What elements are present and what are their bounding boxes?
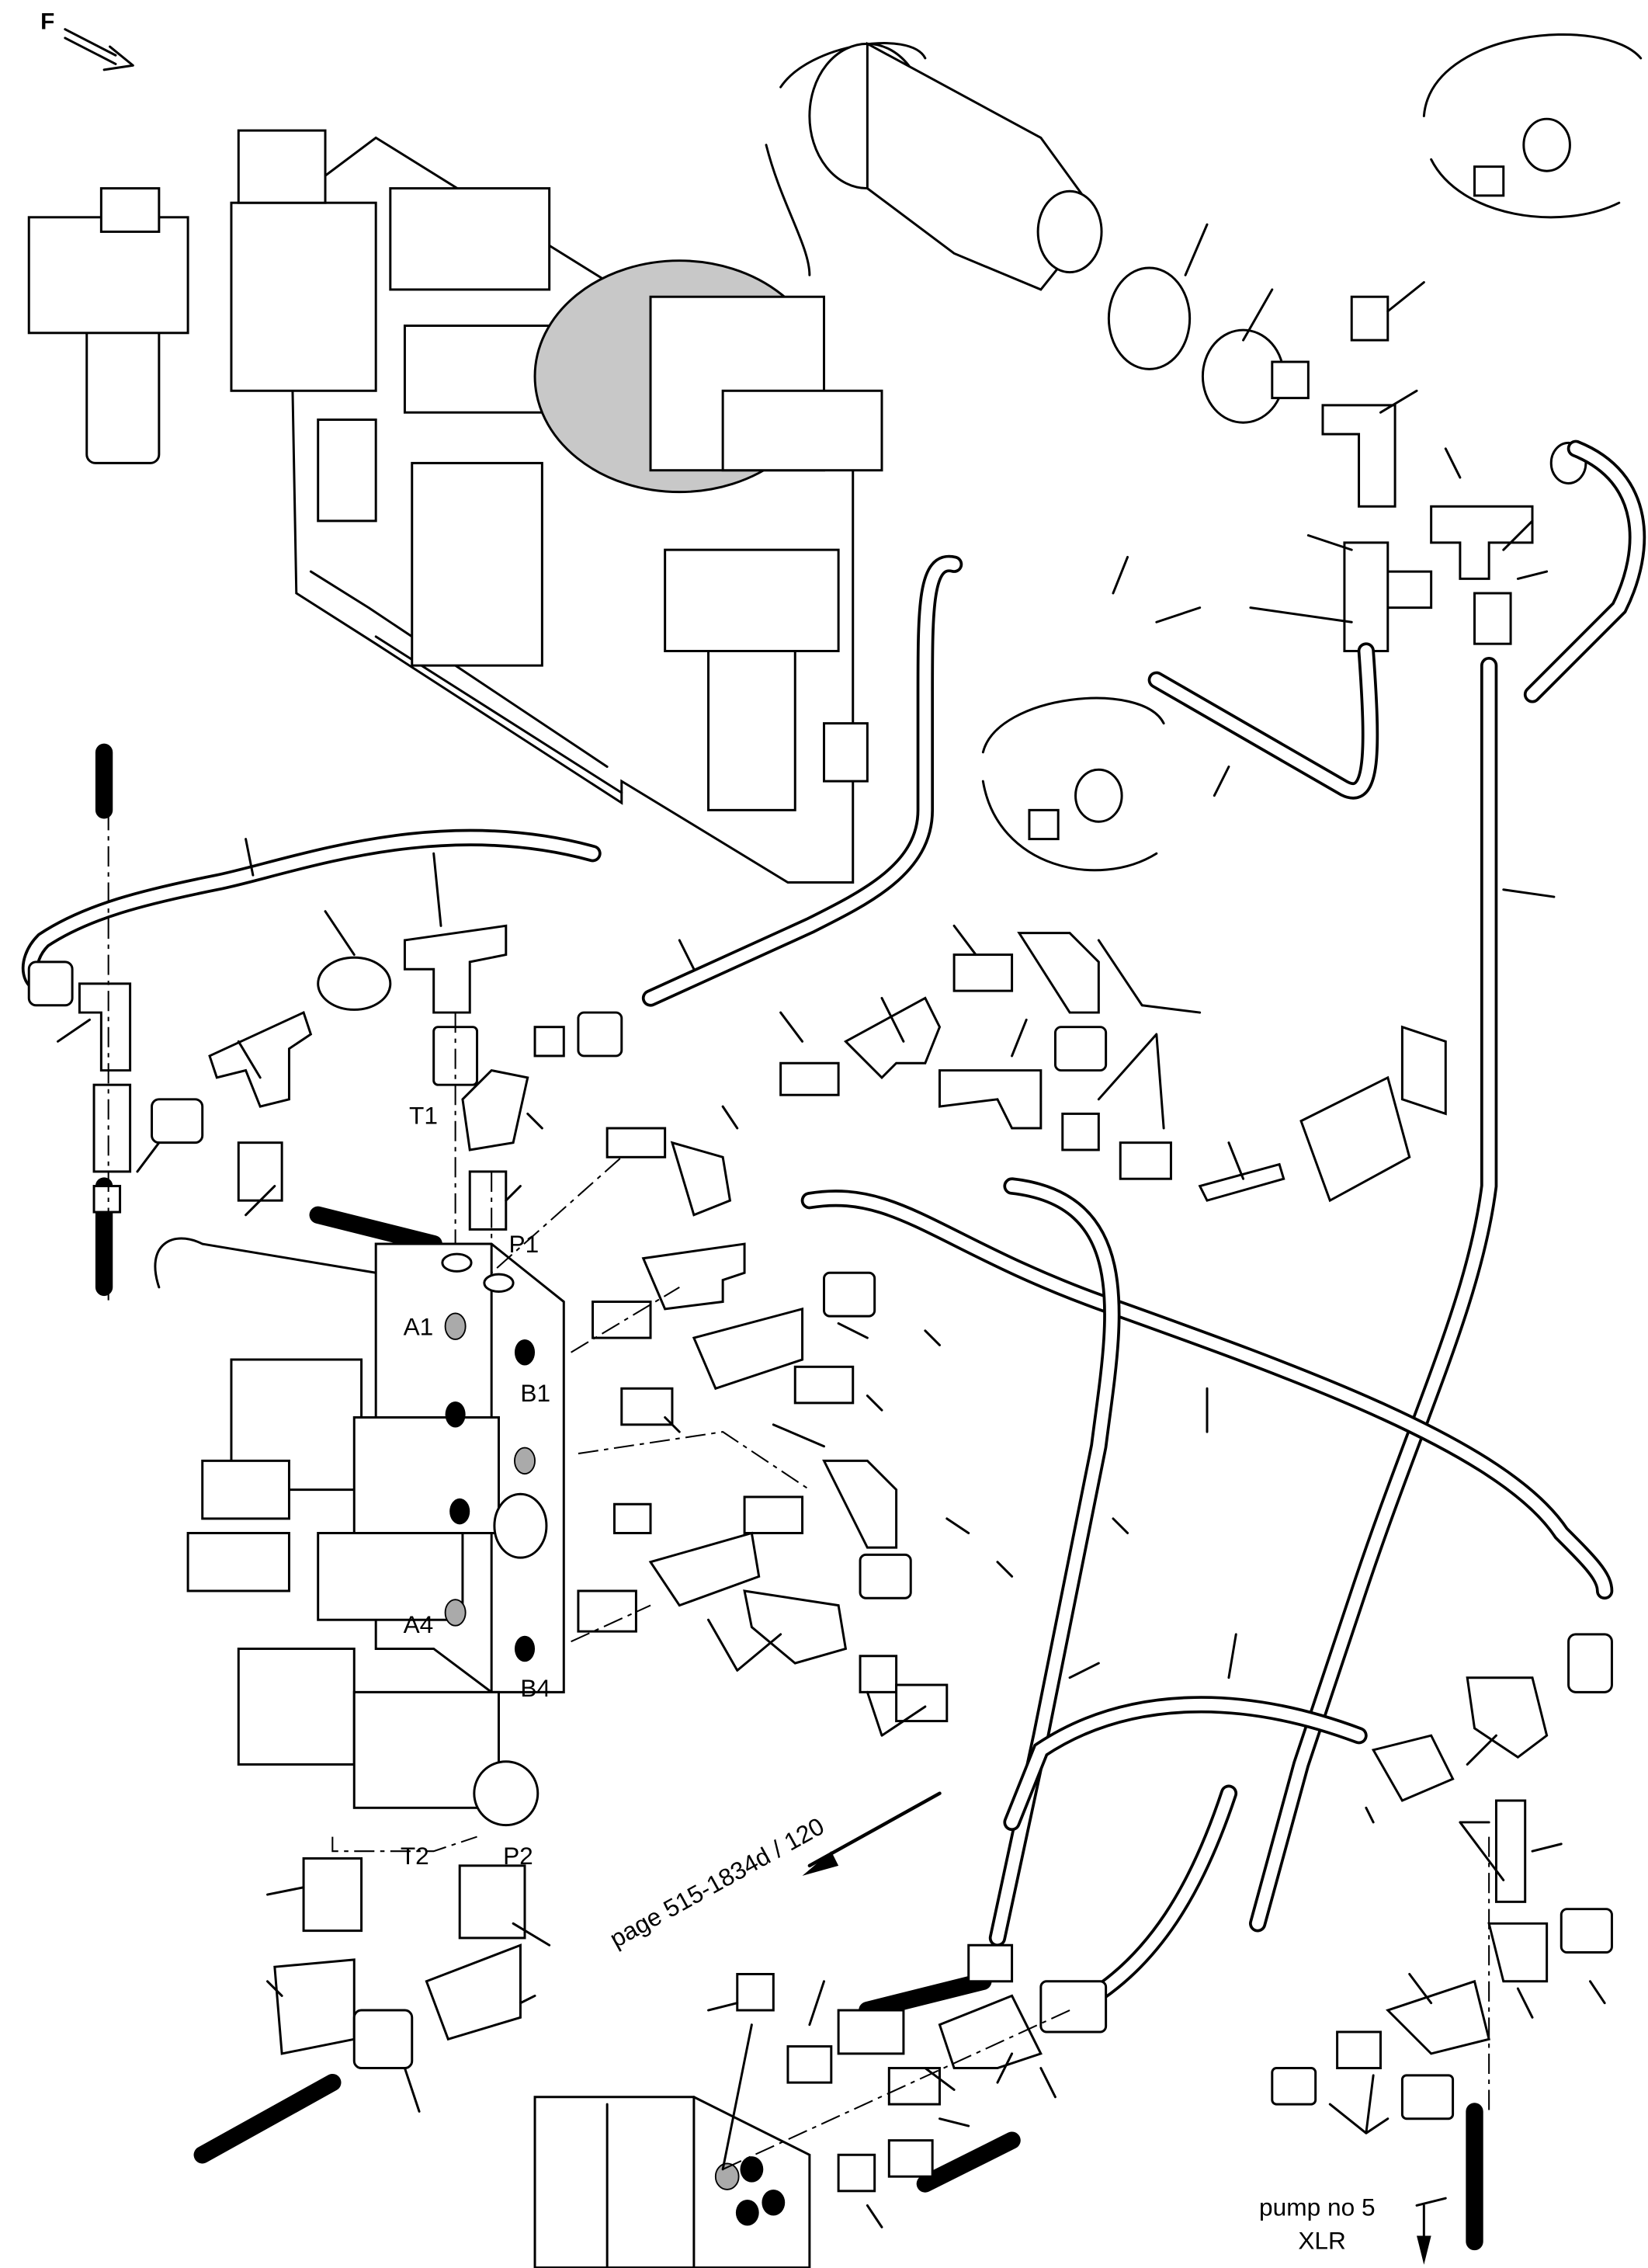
- pump-motor: [533, 259, 883, 494]
- valve-block: [154, 1237, 565, 1827]
- port-label-a1: A1: [404, 1312, 434, 1340]
- port-label-b1: B1: [520, 1379, 550, 1407]
- alignment-lines: [107, 810, 1490, 2171]
- reference-arrow: [802, 1791, 942, 1876]
- leader-lines: [57, 223, 1606, 2228]
- port-label-a4: A4: [404, 1610, 434, 1638]
- upper-manifold-assembly: [27, 129, 883, 884]
- inset-detail-middle: [981, 696, 1165, 872]
- quick-coupling-cylinder: [765, 41, 1310, 424]
- pump-note-line2: XLR: [1298, 2226, 1346, 2254]
- hydraulic-hoses: [21, 439, 1646, 2251]
- port-label-p2: P2: [503, 1842, 533, 1870]
- pump-note-line1: pump no 5: [1259, 2193, 1376, 2221]
- inset-detail-top: [1422, 33, 1643, 219]
- port-label-b4: B4: [520, 1674, 550, 1702]
- port-label-t2: T2: [401, 1842, 429, 1870]
- bottom-valve-block: [533, 2096, 811, 2268]
- reference-note: page 515-1834d / 120: [605, 1811, 828, 1953]
- filter-unit: [27, 187, 189, 464]
- pump-direction-arrow: [1417, 2204, 1431, 2265]
- front-direction-marker: F: [40, 9, 134, 71]
- port-label-p1: P1: [509, 1230, 540, 1258]
- fittings: [27, 924, 1613, 2193]
- port-label-t1: T1: [409, 1101, 438, 1129]
- tee-fittings-right: [1321, 295, 1587, 652]
- front-marker-label: F: [40, 9, 54, 35]
- front-arrow-icon: [64, 28, 134, 71]
